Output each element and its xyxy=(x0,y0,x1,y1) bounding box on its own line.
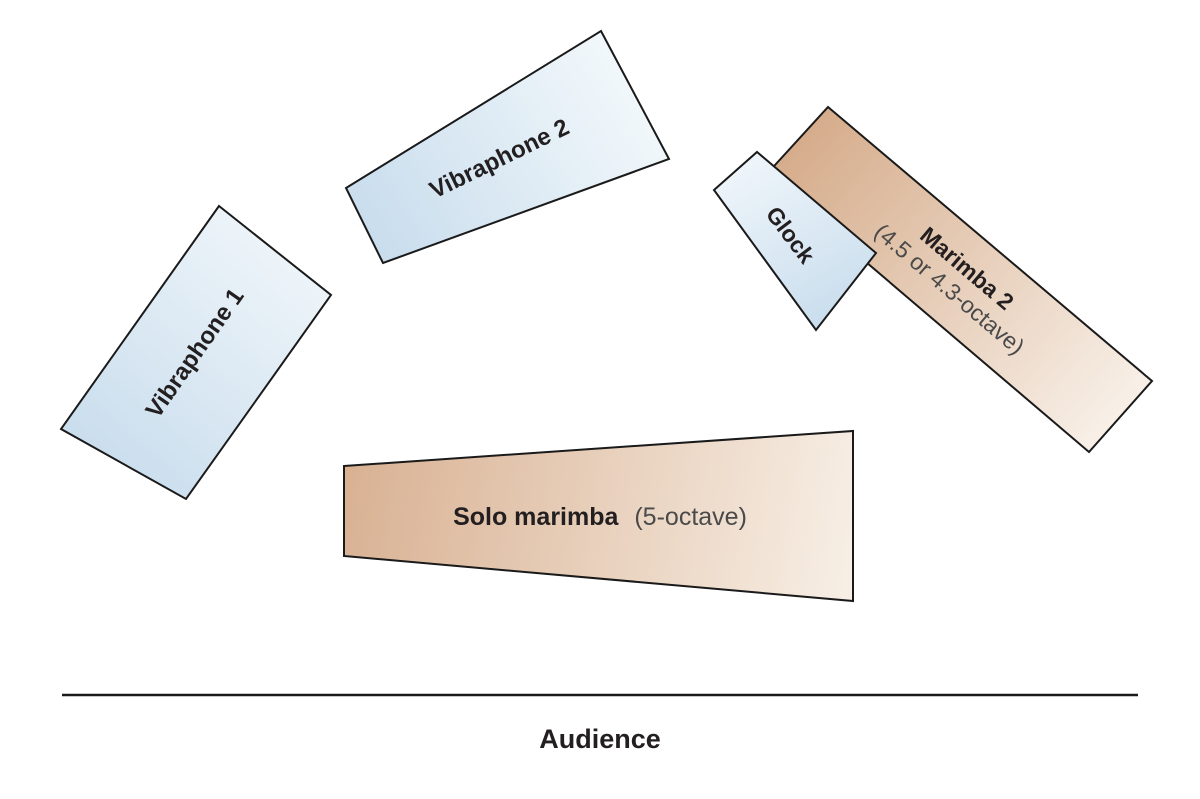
vibraphone-1-shape xyxy=(59,204,333,501)
glock-shape xyxy=(712,150,878,332)
solo-marimba-sublabel: (5-octave) xyxy=(634,503,747,531)
solo-marimba-label-line: Solo marimba (5-octave) xyxy=(453,503,747,531)
vibraphone-2-shape xyxy=(344,29,671,265)
solo-marimba-label: Solo marimba xyxy=(453,503,619,531)
audience-label: Audience xyxy=(539,724,661,754)
solo-marimba-shape xyxy=(343,429,854,603)
marimba-2-shape xyxy=(763,105,1154,454)
